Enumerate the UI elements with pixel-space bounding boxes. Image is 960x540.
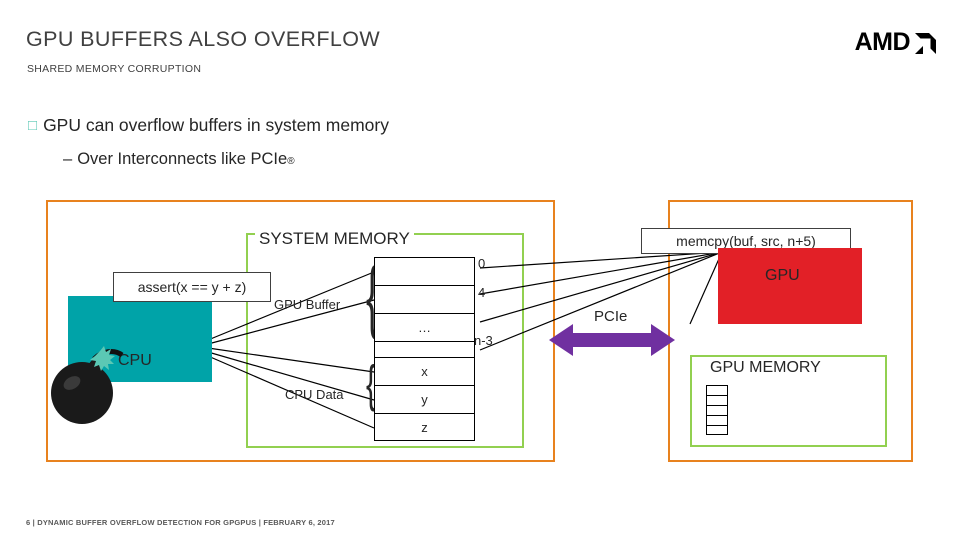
amd-logo-text: AMD	[854, 28, 911, 56]
gpu-buffer-table: …	[374, 257, 475, 369]
table-row: …	[374, 313, 475, 341]
bullet-level-2: – Over Interconnects like PCIe ®	[63, 150, 295, 169]
pcie-arrow-icon	[549, 322, 675, 358]
gpu-buffer-offset-n3: n-3	[474, 333, 493, 348]
gpu-memory-cells	[706, 385, 728, 435]
bomb-icon	[36, 345, 132, 427]
gpu-memory-frame	[690, 355, 887, 447]
table-row: y	[374, 385, 475, 413]
table-row: x	[374, 357, 475, 385]
assert-callout: assert(x == y + z)	[113, 272, 271, 302]
gpu-memory-cell	[706, 405, 728, 415]
table-row	[374, 285, 475, 313]
cpu-data-brace: {	[366, 356, 377, 413]
page-subtitle: SHARED MEMORY CORRUPTION	[27, 63, 202, 75]
cpu-label: CPU	[118, 352, 152, 369]
gpu-memory-label: GPU MEMORY	[707, 359, 824, 377]
footer-text: 6 | DYNAMIC BUFFER OVERFLOW DETECTION FO…	[26, 518, 335, 527]
gpu-buffer-offset-0: 0	[478, 256, 486, 271]
bullet-dash: –	[63, 150, 73, 168]
amd-arrow-icon	[915, 33, 936, 54]
gpu-memory-cell	[706, 425, 728, 435]
table-row: z	[374, 413, 475, 441]
table-row	[374, 257, 475, 285]
page-title: GPU BUFFERS ALSO OVERFLOW	[26, 27, 381, 51]
bullet-marker-icon: □	[28, 117, 38, 134]
system-memory-label: SYSTEM MEMORY	[255, 229, 414, 249]
pcie-label: PCIe	[594, 308, 628, 325]
gpu-memory-cell	[706, 385, 728, 395]
gpu-memory-cell	[706, 395, 728, 405]
gpu-label: GPU	[765, 267, 800, 284]
registered-mark: ®	[287, 156, 295, 167]
cpu-data-table: x y z	[374, 357, 475, 441]
cpu-data-label: CPU Data	[285, 387, 344, 402]
bullet-level-1-text: GPU can overflow buffers in system memor…	[43, 115, 389, 135]
gpu-buffer-offset-4: 4	[478, 285, 486, 300]
amd-logo: AMD	[855, 28, 936, 57]
gpu-block	[718, 248, 862, 324]
gpu-memory-cell	[706, 415, 728, 425]
gpu-buffer-label: GPU Buffer	[274, 297, 341, 312]
bullet-level-2-text: Over Interconnects like PCIe	[77, 150, 288, 168]
bullet-level-1: □ GPU can overflow buffers in system mem…	[28, 115, 389, 136]
